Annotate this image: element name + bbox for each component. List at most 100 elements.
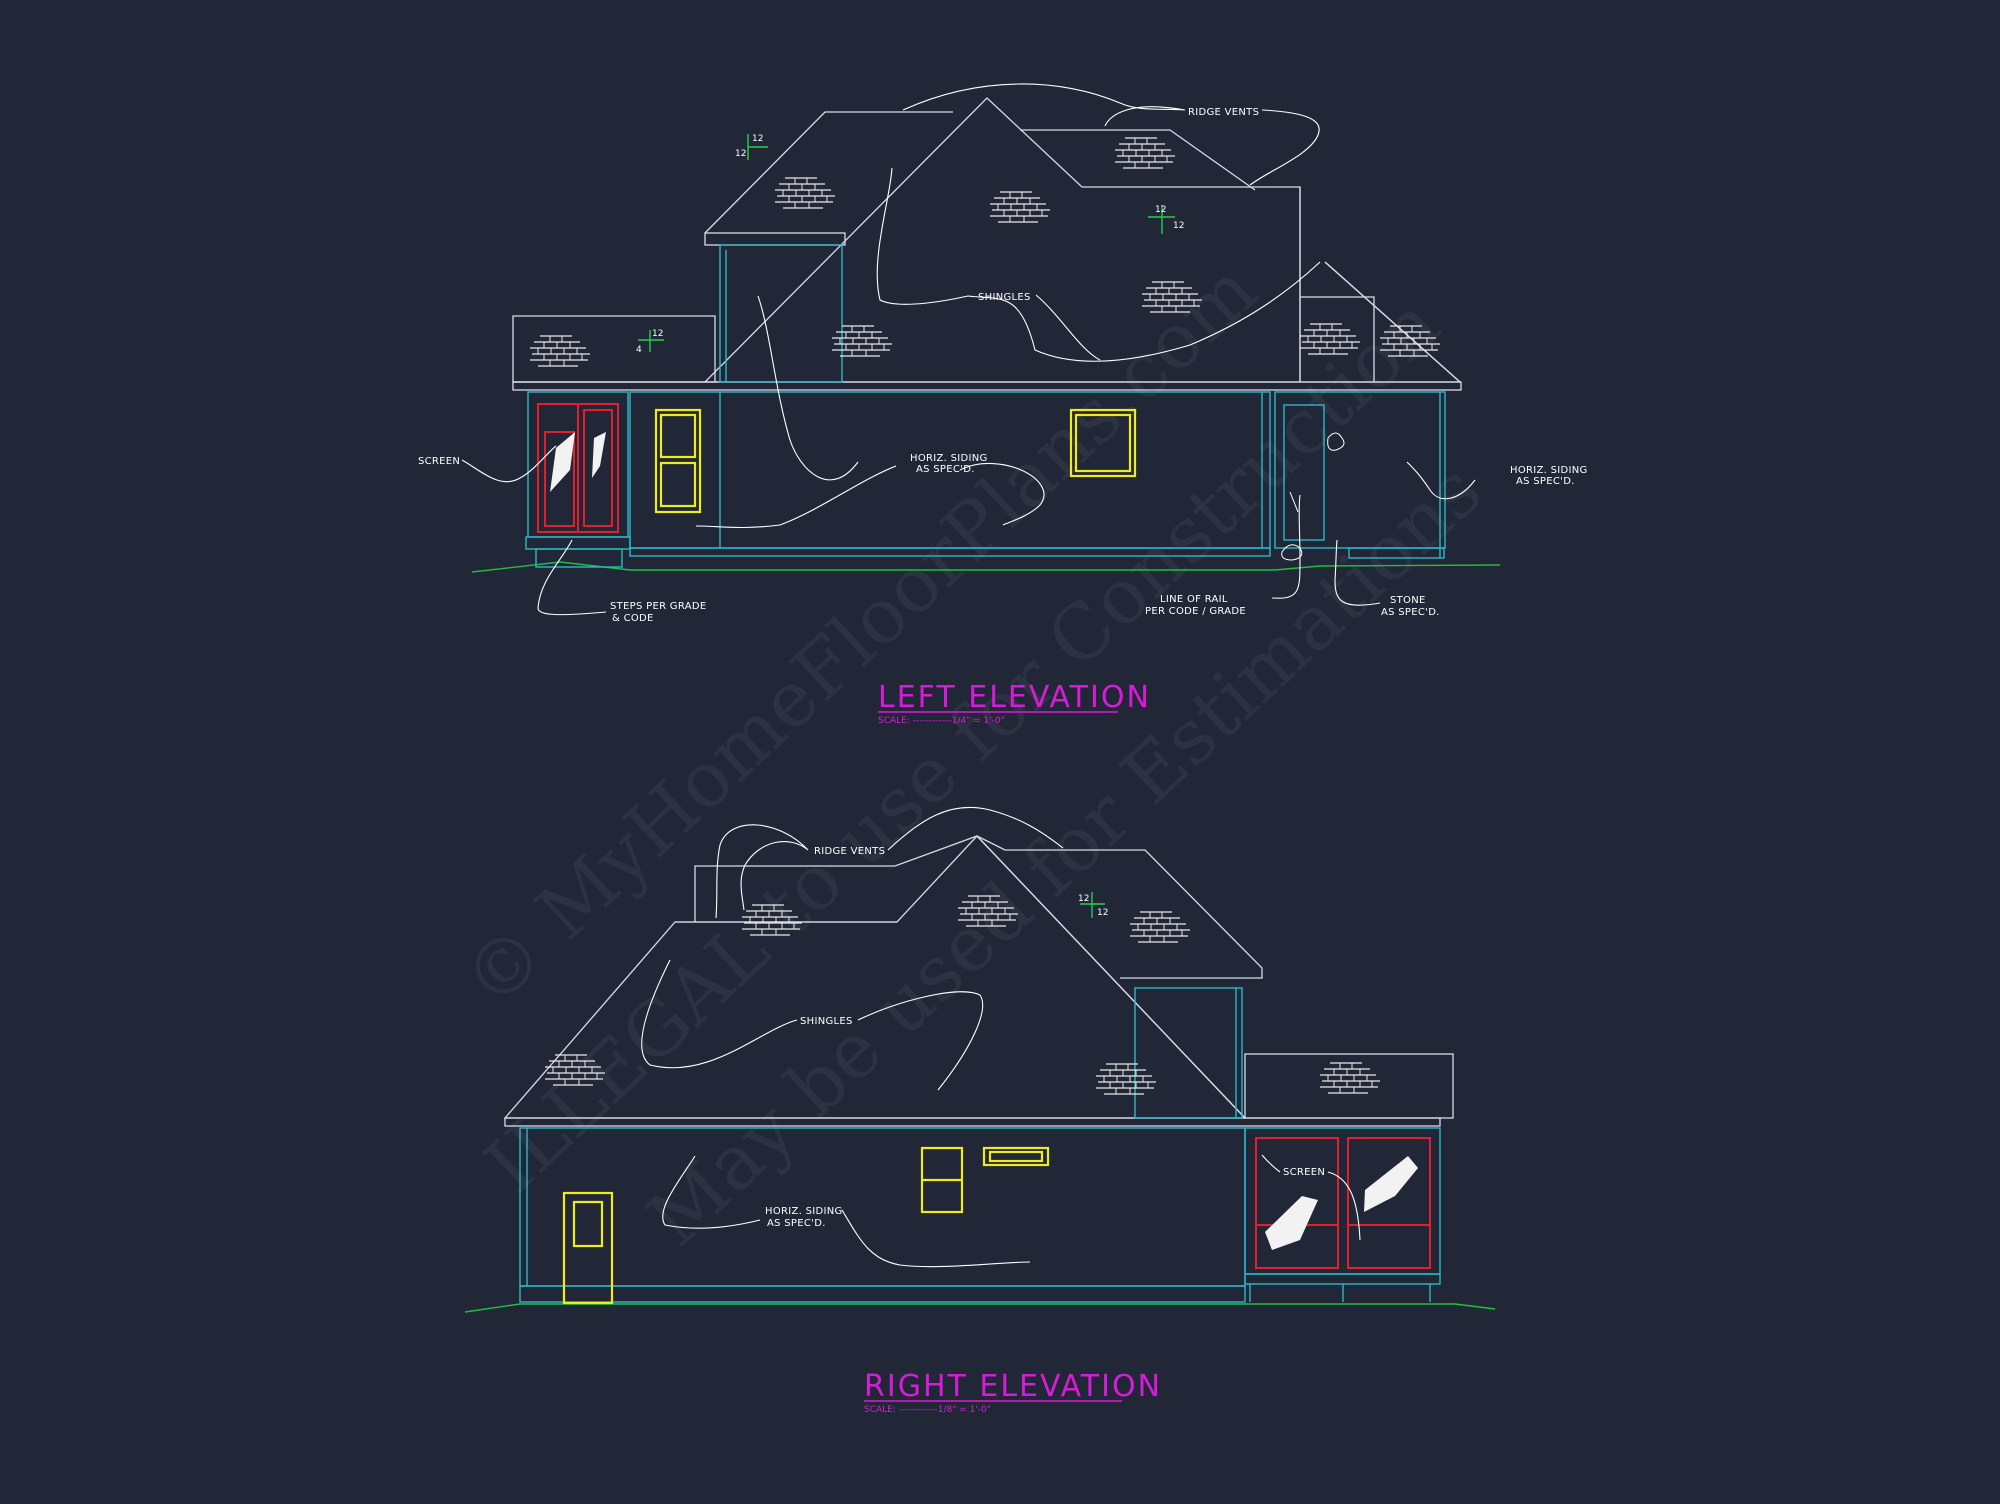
right-porch-base: [1244, 1273, 1441, 1285]
right-upper-ridge-roof: [710, 835, 1263, 979]
right-upper-wall: [1134, 987, 1243, 1119]
right-upper-left-roof: [675, 865, 710, 923]
pitch-run: 12: [1173, 221, 1184, 231]
left-right-hip-line: [1324, 261, 1461, 383]
right-screen-reflection-2: [1364, 1156, 1418, 1212]
left-leader-rail: [1271, 494, 1301, 599]
right-screen-reflection-1: [1265, 1196, 1318, 1250]
left-rail-mark: [1289, 491, 1299, 513]
pitch-rise: 12: [652, 329, 663, 339]
right-note-shingles: SHINGLES: [800, 1016, 853, 1027]
right-leader-shingles: [641, 959, 984, 1091]
pitch-rise: 12: [1155, 205, 1166, 215]
left-pitch-symbol-3: 12 4: [636, 329, 664, 355]
left-grade-line: [471, 561, 1501, 573]
left-leader-siding-2: [1406, 461, 1476, 500]
left-note-rail-a: LINE OF RAIL: [1160, 594, 1228, 605]
left-note-stone-b: AS SPEC'D.: [1381, 607, 1440, 618]
left-shingle-symbol-3: [989, 191, 1051, 223]
left-note-siding-2b: AS SPEC'D.: [1516, 476, 1575, 487]
left-main-base: [629, 547, 1271, 557]
pitch-run: 12: [1097, 908, 1108, 918]
right-elevation: 12 12 RIDGE VENTS SHINGLES SCREEN HORIZ.…: [464, 806, 1496, 1415]
left-right-gable: [1300, 296, 1375, 382]
watermark-line-1: © MyHomeFloorPlans.com: [446, 245, 1273, 1025]
pitch-run: 4: [636, 345, 642, 355]
left-leader-stone: [1334, 539, 1381, 606]
left-shingle-symbol-1: [774, 177, 836, 209]
pitch-rise: 12: [752, 134, 763, 144]
left-note-siding-2a: HORIZ. SIDING: [1510, 465, 1588, 476]
right-note-siding-a: HORIZ. SIDING: [765, 1206, 843, 1217]
right-main-wall: [519, 1127, 1246, 1287]
left-note-ridge-vents: RIDGE VENTS: [1188, 107, 1259, 118]
left-upper-hip-roof: [704, 111, 953, 234]
left-upper-wall: [719, 244, 843, 383]
pitch-run: 12: [735, 149, 746, 159]
watermark-line-3: May be used for Estimations: [630, 445, 1498, 1263]
left-porch-roof: [512, 315, 716, 383]
right-note-screen: SCREEN: [1283, 1167, 1325, 1178]
left-note-stone-a: STONE: [1390, 595, 1426, 606]
left-picture-window: [1069, 408, 1137, 478]
left-pitch-symbol-1: 12 12: [735, 134, 768, 160]
right-pitch-symbol: 12 12: [1078, 892, 1108, 918]
right-note-siding-b: AS SPEC'D.: [767, 1218, 826, 1229]
left-elevation-title: LEFT ELEVATION: [878, 680, 1151, 715]
right-porch-frame: [1244, 1127, 1441, 1275]
left-stone-column: [1283, 404, 1325, 541]
left-shingle-symbol-5: [831, 325, 893, 357]
left-note-rail-b: PER CODE / GRADE: [1145, 606, 1246, 617]
left-leader-ridge-vents: [902, 83, 1320, 186]
right-main-base: [519, 1285, 1246, 1303]
right-elevation-scale: SCALE: ------------1/8" = 1'-0": [864, 1405, 991, 1415]
left-shingle-symbol-2: [1114, 137, 1176, 169]
left-screen-reflection-2: [592, 432, 606, 478]
right-note-ridge-vents: RIDGE VENTS: [814, 846, 885, 857]
right-leader-siding: [662, 1155, 1031, 1268]
right-elevation-title: RIGHT ELEVATION: [864, 1369, 1162, 1404]
left-leader-steps: [537, 539, 607, 616]
left-leader-siding: [695, 295, 1045, 529]
right-shingle-symbol-6: [1319, 1062, 1381, 1094]
left-elevation: 12 12 12 12 12 4 RIDGE VENTS SHINGLES SC…: [418, 83, 1588, 726]
left-shingle-symbol-6: [529, 335, 591, 367]
left-double-hung-window: [654, 408, 702, 514]
right-double-hung-window: [920, 1146, 964, 1214]
left-right-base: [1348, 547, 1445, 559]
right-shingle-symbol-3: [1129, 911, 1191, 943]
left-screen-reflection-1: [550, 432, 575, 492]
left-screen-door: [544, 431, 575, 527]
watermark-line-2: ILLEGAL to use for Construction: [468, 279, 1456, 1209]
left-note-steps-b: & CODE: [612, 613, 654, 624]
left-note-steps-a: STEPS PER GRADE: [610, 601, 706, 612]
left-stone-mark-2: [1281, 544, 1303, 561]
left-step: [535, 548, 623, 568]
left-note-shingles: SHINGLES: [978, 292, 1031, 303]
right-screen-panels: [1255, 1137, 1431, 1269]
right-door: [562, 1191, 614, 1305]
left-note-siding-1b: AS SPEC'D.: [916, 464, 975, 475]
left-screen-panel: [583, 409, 613, 527]
right-shingle-symbol-5: [1095, 1063, 1157, 1095]
left-stone-mark-1: [1327, 432, 1345, 451]
left-porch-base: [525, 536, 631, 550]
right-leader-screen: [1261, 1154, 1361, 1241]
left-elevation-scale: SCALE: ------------1/4" = 1'-0": [878, 716, 1005, 726]
left-upper-right-roof: [1020, 129, 1256, 191]
right-eave-band: [504, 1117, 1441, 1127]
right-transom-window: [982, 1146, 1050, 1167]
left-upper-eave: [704, 232, 846, 246]
left-pitch-symbol-2: 12 12: [1148, 205, 1184, 234]
right-leader-ridge-vents: [715, 806, 1064, 919]
right-main-hip-line: [976, 835, 1246, 1119]
left-leader-screen: [461, 445, 557, 483]
left-note-screen: SCREEN: [418, 456, 460, 467]
left-note-siding-1a: HORIZ. SIDING: [910, 453, 988, 464]
right-grade-line: [464, 1303, 1496, 1313]
left-leader-shingles: [876, 167, 1321, 362]
left-eave-band: [512, 381, 1462, 391]
pitch-rise: 12: [1078, 894, 1089, 904]
